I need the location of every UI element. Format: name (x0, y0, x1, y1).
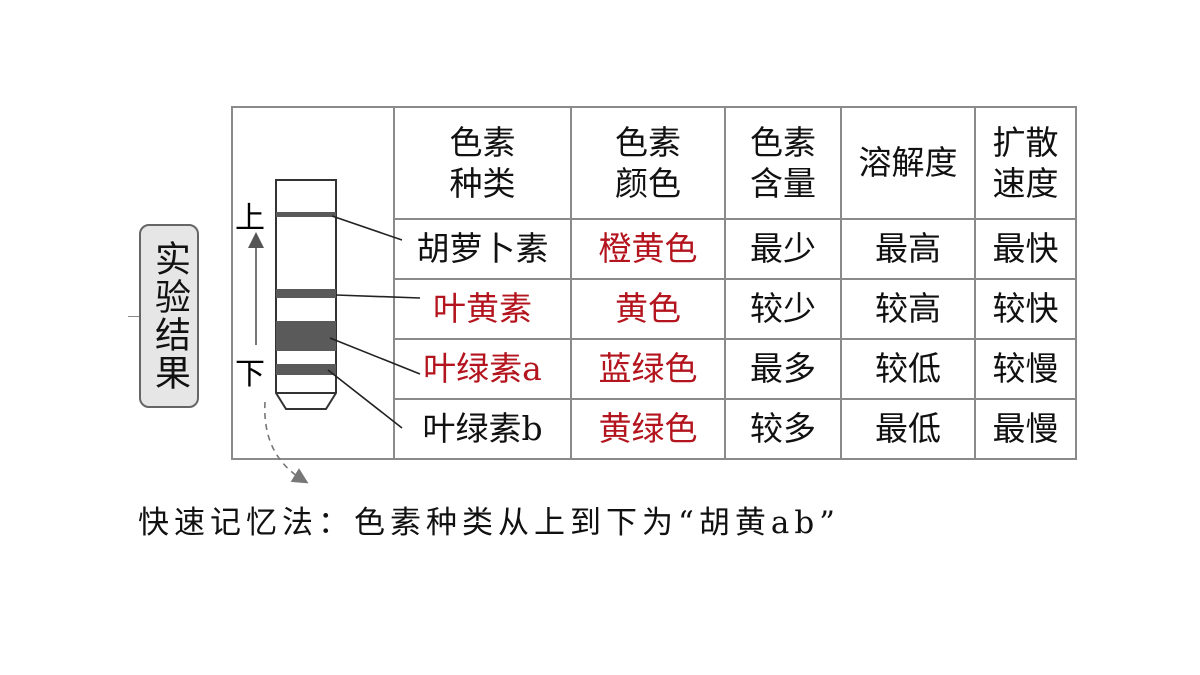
cell-pigment: 胡萝卜素 (393, 218, 572, 280)
cell-color: 黄绿色 (570, 398, 726, 460)
label-bottom: 下 (235, 357, 265, 392)
band-xanthophyll (276, 289, 336, 298)
header-solubility: 溶解度 (840, 106, 976, 220)
leader-line (329, 337, 421, 375)
band-chlorophyll-b (276, 364, 336, 375)
cell-content: 最少 (724, 218, 842, 280)
connector-tick (128, 316, 139, 317)
table-row: 叶绿素a 蓝绿色 最多 较低 较慢 (232, 338, 1077, 400)
band-chlorophyll-a (276, 321, 336, 351)
table-row: 叶黄素 黄色 较少 较高 较快 (232, 278, 1077, 340)
cell-pigment: 叶黄素 (393, 278, 572, 340)
cell-pigment: 叶绿素b (393, 398, 572, 460)
table-row: 胡萝卜素 橙黄色 最少 最高 最快 (232, 218, 1077, 280)
cell-color: 蓝绿色 (570, 338, 726, 400)
cell-color: 黄色 (570, 278, 726, 340)
cell-solubility: 较高 (840, 278, 976, 340)
header-pigment-color: 色素 颜色 (570, 106, 726, 220)
pigment-table: 色素 种类 色素 颜色 色素 含量 溶解度 扩散 速度 胡萝卜素 橙黄色 最少 … (231, 106, 1077, 460)
cell-speed: 最慢 (974, 398, 1077, 460)
cell-content: 最多 (724, 338, 842, 400)
header-diffusion-speed: 扩散 速度 (974, 106, 1077, 220)
header-pigment-type: 色素 种类 (393, 106, 572, 220)
table-header-row: 色素 种类 色素 颜色 色素 含量 溶解度 扩散 速度 (231, 106, 1077, 460)
cell-speed: 最快 (974, 218, 1077, 280)
cell-speed: 较慢 (974, 338, 1077, 400)
cell-solubility: 最高 (840, 218, 976, 280)
label-top: 上 (235, 201, 265, 236)
leader-line (335, 294, 421, 299)
cell-content: 较多 (724, 398, 842, 460)
leader-line (331, 215, 403, 241)
leader-line (327, 369, 403, 429)
dashed-curve-arrow (264, 401, 309, 484)
side-label: 实验结果 (139, 224, 199, 408)
table-row: 叶绿素b 黄绿色 较多 最低 最慢 (232, 398, 1077, 460)
mnemonic-text: 快速记忆法：色素种类从上到下为“胡黄ab” (138, 505, 841, 541)
cell-pigment: 叶绿素a (393, 338, 572, 400)
side-label-text: 实验结果 (149, 240, 190, 392)
cell-speed: 较快 (974, 278, 1077, 340)
cell-color: 橙黄色 (570, 218, 726, 280)
band-carotene (276, 212, 336, 217)
cell-solubility: 较低 (840, 338, 976, 400)
cell-solubility: 最低 (840, 398, 976, 460)
header-pigment-content: 色素 含量 (724, 106, 842, 220)
cell-content: 较少 (724, 278, 842, 340)
